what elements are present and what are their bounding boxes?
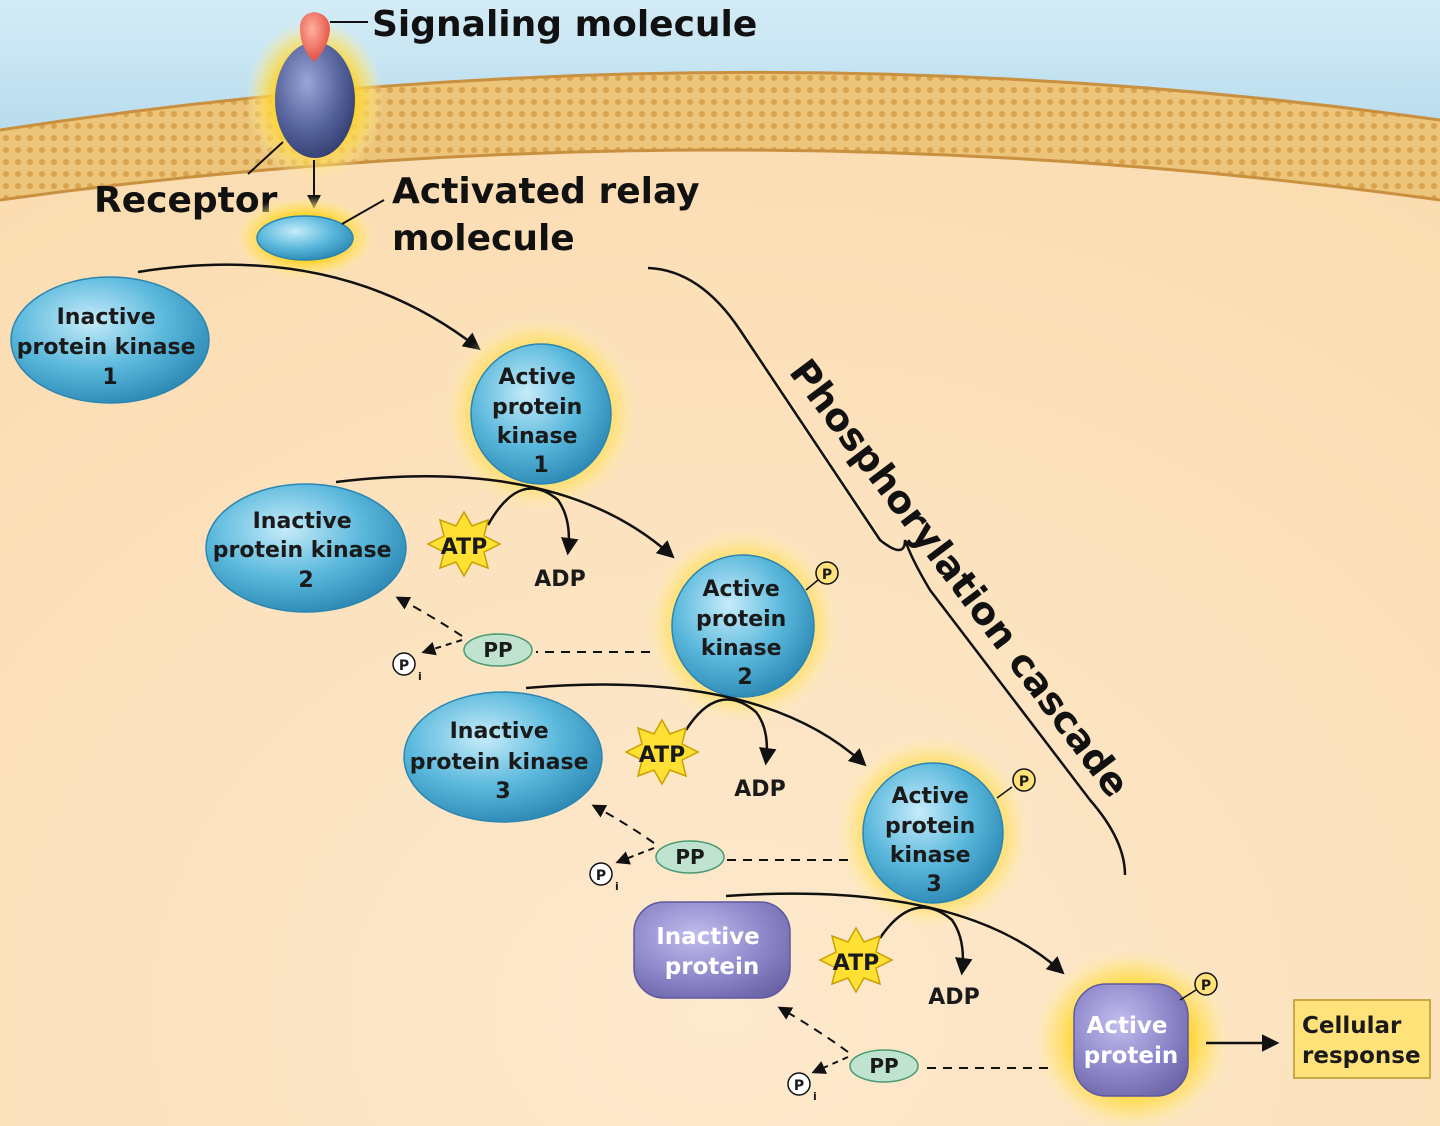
pi-label-4: P [794,1078,804,1094]
pi-subscript-4: i [813,1090,817,1103]
activation-arrow-1 [137,263,481,351]
pp-label-4: PP [869,1054,898,1078]
inactive-kinase-2-label: Inactive protein kinase 2 [213,509,399,593]
protein-phosphatase-3 [655,840,725,874]
adp-label-3: ADP [734,777,785,802]
protein-phosphatase-2 [463,633,533,667]
atp-starburst-4 [818,926,894,994]
active-protein [1073,983,1189,1097]
membrane-inner-edge [0,148,1440,202]
inactive-protein-kinase-1 [10,276,210,404]
protein-phosphatase-4 [849,1049,919,1083]
atp-starburst-2 [426,510,502,578]
active-kinase-3-label: Active protein kinase 3 [885,784,983,897]
inactive-protein-label: Inactive protein [656,924,768,980]
inactive-protein [633,901,791,999]
receptor-leader [247,141,284,175]
active-kinase-2-label: Active protein kinase 2 [696,577,794,690]
return-arrow-3 [591,804,655,844]
activation-arrow-3 [525,683,867,767]
atp-to-adp-arrow-3 [684,698,777,766]
pi-release-arrow-2 [421,639,463,656]
activated-relay-molecule [256,215,354,261]
inorganic-phosphate-2 [392,652,416,676]
atp-label-2: ATP [441,535,487,560]
atp-to-adp-arrow-4 [878,906,973,976]
phosphate-label-3: P [1019,774,1029,790]
phosphate-bond-4 [1179,989,1197,1001]
active-protein-label: Active protein [1084,1013,1178,1069]
inactive-protein-kinase-2 [205,483,407,613]
inorganic-phosphate-4 [787,1072,811,1096]
membrane-outer-edge [0,70,1440,132]
phosphate-bond-2 [805,579,819,591]
active-protein-kinase-1 [470,343,612,485]
pi-label-2: P [399,658,409,674]
return-arrow-2 [395,596,463,637]
phosphate-group-4 [1194,972,1218,996]
inactive-kinase-3-label: Inactive protein kinase 3 [410,719,596,804]
inactive-protein-kinase-3 [403,691,603,823]
relay-leader [341,199,385,225]
signaling-molecule [300,12,330,62]
receptor [275,42,355,158]
phosphate-label-2: P [822,567,832,583]
pi-subscript-3: i [615,880,619,893]
phosphate-bond-3 [996,786,1013,799]
pi-label-3: P [596,868,606,884]
phosphate-label-4: P [1201,978,1211,994]
phosphate-group-3 [1012,768,1036,792]
pi-subscript-2: i [418,670,422,683]
inorganic-phosphate-3 [589,862,613,886]
active-kinase-1-label: Active protein kinase 1 [492,365,590,478]
pp-label-3: PP [675,845,704,869]
extracellular-space [0,0,1440,130]
cellular-response-box [1293,999,1431,1079]
adp-label-4: ADP [928,985,979,1010]
pp-label-2: PP [483,638,512,662]
cascade-brace [647,266,1127,876]
inactive-kinase-1-label: Inactive protein kinase 1 [17,305,203,390]
adp-label-2: ADP [534,567,585,592]
phosphate-group-2 [815,561,839,585]
active-protein-kinase-3 [862,762,1004,904]
relay-label-line1: Activated relay [392,171,700,212]
atp-label-4: ATP [833,951,879,976]
atp-to-adp-arrow-2 [486,487,579,556]
signaling-molecule-label: Signaling molecule [372,4,757,45]
relay-label-line2: molecule [392,218,575,259]
atp-starburst-3 [624,718,700,786]
return-arrow-4 [777,1006,849,1053]
atp-label-3: ATP [639,743,685,768]
active-protein-kinase-2 [671,554,815,698]
activation-arrow-2 [335,475,675,559]
cellular-response-label: Cellular response [1302,1013,1421,1069]
